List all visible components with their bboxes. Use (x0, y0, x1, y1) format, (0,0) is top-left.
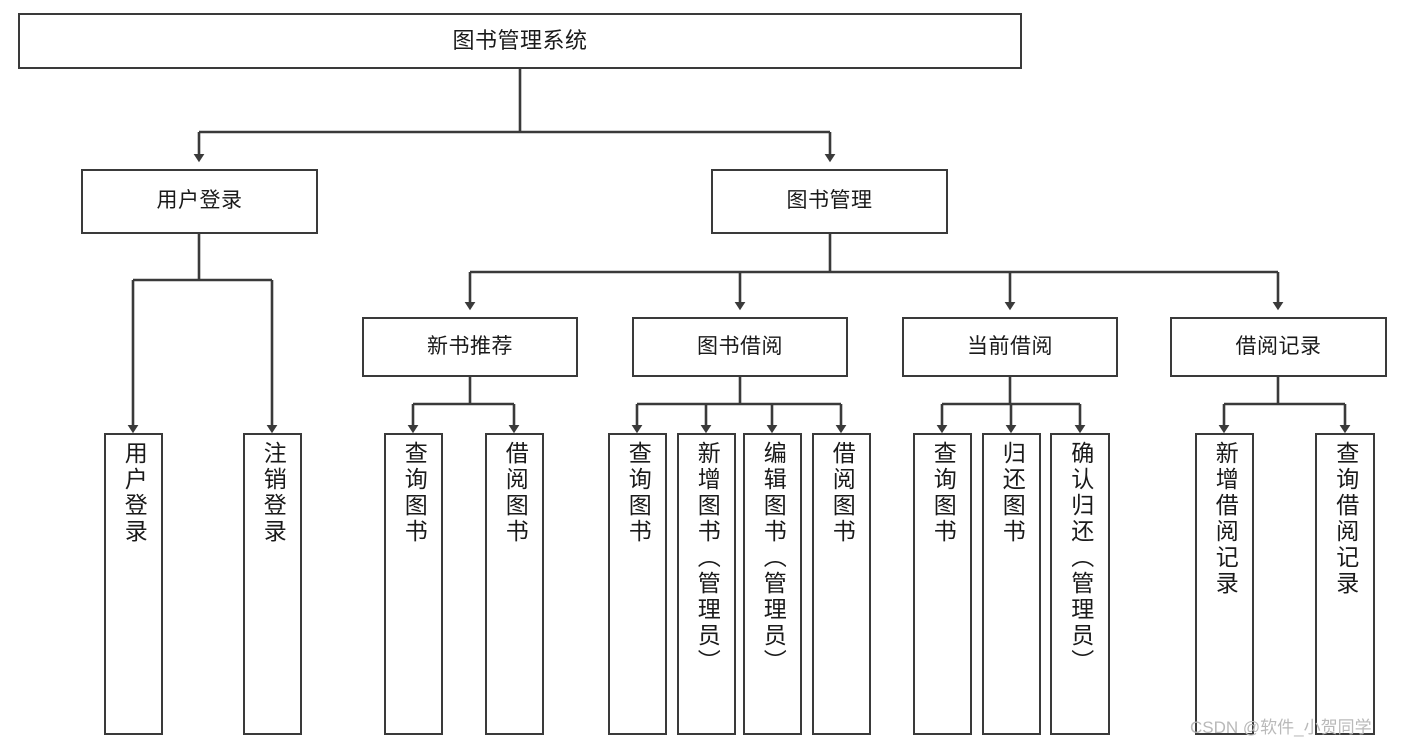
node-label: 确认归还（管理员） (1067, 441, 1094, 675)
node-label: 图书管理 (786, 189, 873, 213)
node-label: 查询借阅记录 (1332, 441, 1359, 597)
leaf-add-borrow-record[interactable]: 新增借阅记录 (1195, 433, 1254, 735)
node-label: 用户登录 (156, 189, 243, 213)
node-label: 查询图书 (625, 441, 652, 545)
leaf-borrow-book-recommend[interactable]: 借阅图书 (485, 433, 544, 735)
node-label: 编辑图书（管理员） (760, 441, 787, 675)
leaf-user-login[interactable]: 用户登录 (104, 433, 163, 735)
node-label: 借阅图书 (502, 441, 529, 545)
leaf-logout[interactable]: 注销登录 (243, 433, 302, 735)
node-user-login[interactable]: 用户登录 (81, 169, 318, 234)
node-label: 借阅记录 (1235, 334, 1322, 358)
csdn-watermark: CSDN @软件_小贺同学 (1190, 718, 1372, 737)
node-label: 查询图书 (930, 441, 957, 545)
node-label: 查询图书 (401, 441, 428, 545)
leaf-edit-book-admin[interactable]: 编辑图书（管理员） (743, 433, 802, 735)
node-label: 用户登录 (121, 441, 148, 545)
node-book-manage[interactable]: 图书管理 (711, 169, 948, 234)
node-label: 当前借阅 (967, 334, 1053, 358)
node-label: 新书推荐 (427, 334, 513, 358)
node-book-borrow[interactable]: 图书借阅 (632, 317, 848, 377)
leaf-query-borrow-record[interactable]: 查询借阅记录 (1315, 433, 1375, 735)
leaf-return-book[interactable]: 归还图书 (982, 433, 1041, 735)
leaf-query-book-borrow[interactable]: 查询图书 (608, 433, 667, 735)
node-current-borrow[interactable]: 当前借阅 (902, 317, 1118, 377)
leaf-query-book-current[interactable]: 查询图书 (913, 433, 972, 735)
leaf-add-book-admin[interactable]: 新增图书（管理员） (677, 433, 736, 735)
leaf-confirm-return-admin[interactable]: 确认归还（管理员） (1050, 433, 1110, 735)
node-new-book-recommend[interactable]: 新书推荐 (362, 317, 578, 377)
node-label: 新增图书（管理员） (694, 441, 721, 675)
node-label: 归还图书 (999, 441, 1026, 545)
node-label: 借阅图书 (829, 441, 856, 545)
leaf-borrow-book[interactable]: 借阅图书 (812, 433, 871, 735)
node-borrow-record[interactable]: 借阅记录 (1170, 317, 1387, 377)
node-label: 注销登录 (260, 441, 287, 545)
node-label: 图书管理系统 (452, 28, 588, 54)
node-root-system[interactable]: 图书管理系统 (18, 13, 1022, 69)
node-label: 图书借阅 (697, 334, 783, 358)
node-label: 新增借阅记录 (1212, 441, 1239, 597)
leaf-query-book-recommend[interactable]: 查询图书 (384, 433, 443, 735)
